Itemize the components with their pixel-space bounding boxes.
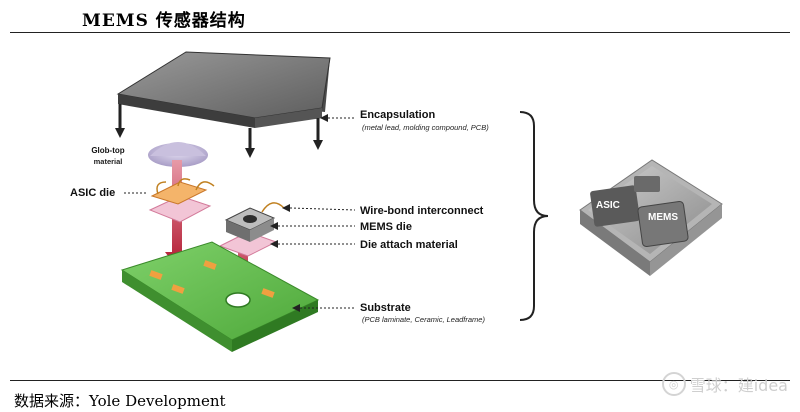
watermark: ◎ 雪球：建idea [661, 372, 788, 396]
bottom-rule [10, 380, 790, 381]
encapsulation-lid [115, 51, 331, 158]
photo-label-mems: MEMS [648, 212, 678, 223]
grouping-brace [519, 111, 549, 321]
label-wire-bond: Wire-bond interconnect [360, 205, 484, 217]
label-mems-die: MEMS die [360, 221, 412, 233]
glob-top-material [148, 142, 208, 167]
leader-arrowheads [270, 114, 328, 312]
leader-lines [278, 117, 356, 309]
photo-label-asic: ASIC [596, 200, 620, 211]
label-die-attach: Die attach material [360, 239, 458, 251]
asic-die [148, 178, 215, 223]
watermark-logo-icon: ◎ [661, 372, 686, 396]
source-note: 数据来源：Yole Development [14, 392, 226, 410]
label-glob-top: Glob-top [91, 146, 124, 155]
top-rule [10, 32, 790, 33]
watermark-text: 雪球：建idea [689, 376, 788, 395]
label-substrate: Substrate [360, 302, 411, 314]
mems-package-photo: ASIC MEMS [579, 159, 723, 276]
label-asic-die: ASIC die [70, 187, 115, 199]
label-glob-top-material: material [94, 157, 123, 166]
page-title: MEMS 传感器结构 [82, 11, 246, 31]
label-encapsulation: Encapsulation [360, 109, 435, 121]
label-substrate-sub: (PCB laminate, Ceramic, Leadframe) [362, 315, 485, 324]
mems-die [218, 202, 285, 257]
label-encapsulation-sub: (metal lead, molding compound, PCB) [362, 123, 489, 132]
substrate-pcb [120, 241, 320, 352]
